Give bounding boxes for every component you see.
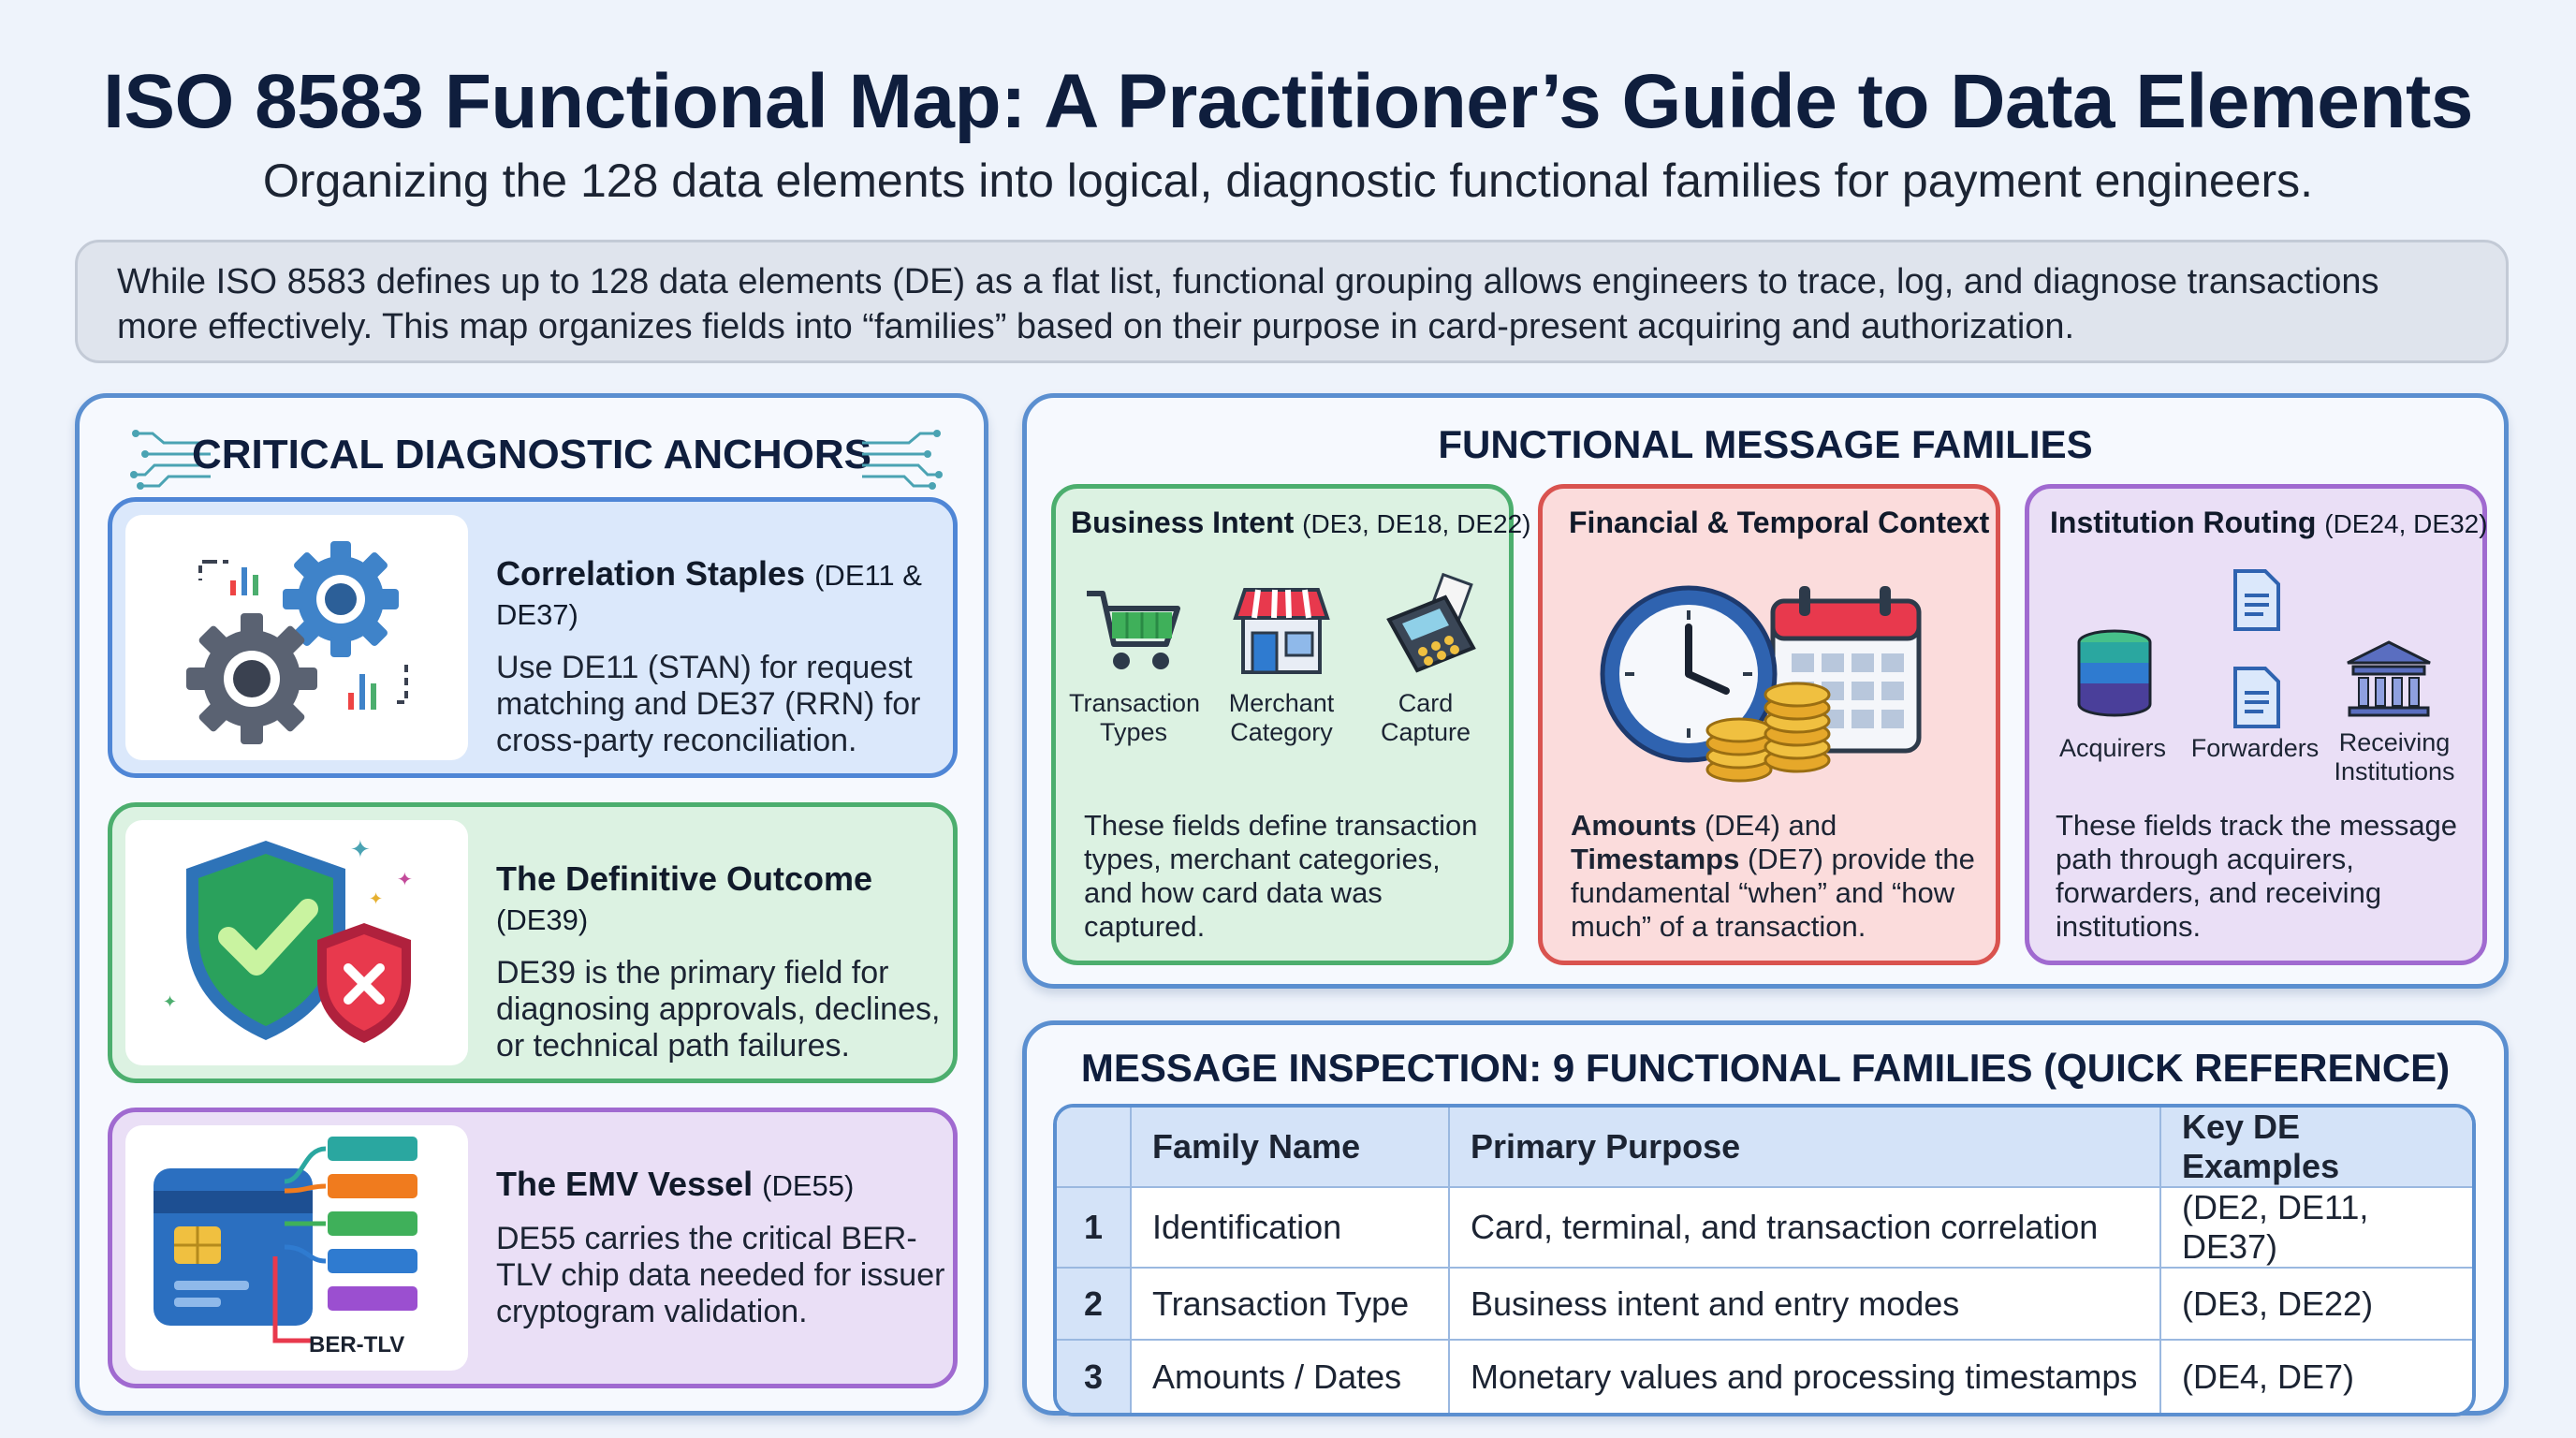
family-name-cell: Transaction Type [1132, 1269, 1450, 1341]
gears-icon [125, 515, 468, 760]
reference-panel: MESSAGE INSPECTION: 9 FUNCTIONAL FAMILIE… [1022, 1020, 2509, 1416]
anchors-panel: CRITICAL DIAGNOSTIC ANCHORS [75, 393, 988, 1416]
row-number: 2 [1057, 1269, 1132, 1341]
anchors-title: CRITICAL DIAGNOSTIC ANCHORS [192, 432, 871, 477]
families-panel: FUNCTIONAL MESSAGE FAMILIES Business Int… [1022, 393, 2509, 989]
family-card-financial-temporal: Financial & Temporal Context [1538, 484, 2000, 965]
purpose-cell: Business intent and entry modes [1450, 1269, 2161, 1341]
anchor-title: The EMV Vessel (DE55) [496, 1165, 855, 1203]
column-header [1057, 1108, 1132, 1188]
shield-check-icon: ✦ ✦ ✦ ✦ [125, 820, 468, 1065]
examples-cell: (DE3, DE22) [2161, 1269, 2472, 1341]
family-name-cell: Identification [1132, 1188, 1450, 1269]
families-title: FUNCTIONAL MESSAGE FAMILIES [1438, 422, 2093, 466]
family-name-cell: Amounts / Dates [1132, 1341, 1450, 1413]
anchor-desc: DE55 carries the critical BER-TLV chip d… [496, 1221, 945, 1329]
shopping-cart-icon [1087, 591, 1180, 669]
purpose-cell: Card, terminal, and transaction correlat… [1450, 1188, 2161, 1269]
anchor-title: Correlation Staples (DE11 & DE37) [496, 554, 922, 631]
page-title: ISO 8583 Functional Map: A Practitioner’… [103, 59, 2473, 144]
family-icon-label: Acquirers [2058, 734, 2167, 762]
svg-text:✦: ✦ [350, 836, 371, 864]
family-title: Institution Routing (DE24, DE32) [2050, 506, 2488, 539]
family-icon-label: Merchant Category [1228, 689, 1335, 746]
svg-text:✦: ✦ [369, 889, 383, 909]
column-header: Family Name [1132, 1108, 1450, 1188]
database-icon [2077, 629, 2152, 717]
family-icon-label: Card Capture [1380, 689, 1471, 746]
family-card-institution-routing: Institution Routing (DE24, DE32) Acquire… [2025, 484, 2488, 965]
family-title: Business Intent (DE3, DE18, DE22) [1071, 506, 1531, 539]
intro-box: While ISO 8583 defines up to 128 data el… [75, 240, 2509, 363]
clock-coins-calendar-icon [1600, 585, 1922, 783]
table-row: 1 Identification Card, terminal, and tra… [1057, 1188, 2472, 1269]
bank-icon [2347, 640, 2431, 717]
column-header: Key DE Examples [2161, 1108, 2472, 1188]
anchor-card-emv: BER-TLV The EMV Vessel (DE55) DE55 carri… [108, 1108, 958, 1388]
svg-text:✦: ✦ [163, 992, 177, 1012]
document-icon [2233, 667, 2280, 728]
anchor-card-correlation: Correlation Staples (DE11 & DE37) Use DE… [108, 497, 958, 778]
column-header: Primary Purpose [1450, 1108, 2161, 1188]
chip-card-icon: BER-TLV [125, 1125, 468, 1371]
anchor-desc: DE39 is the primary field for diagnosing… [496, 955, 941, 1064]
storefront-icon [1233, 588, 1330, 674]
family-card-business-intent: Business Intent (DE3, DE18, DE22) Transa… [1051, 484, 1530, 965]
anchor-title: The Definitive Outcome (DE39) [496, 859, 873, 936]
anchor-card-outcome: ✦ ✦ ✦ ✦ The Definitive Outcome (DE39) DE… [108, 802, 958, 1083]
examples-cell: (DE4, DE7) [2182, 1357, 2355, 1396]
reference-title: MESSAGE INSPECTION: 9 FUNCTIONAL FAMILIE… [1080, 1046, 2451, 1090]
ber-tlv-label: BER-TLV [309, 1332, 404, 1357]
row-number: 1 [1057, 1188, 1132, 1269]
document-icon [2233, 569, 2280, 631]
family-desc: These fields define transaction types, m… [1084, 809, 1478, 943]
family-icon-label: Transaction Types [1069, 689, 1201, 746]
row-number: 3 [1057, 1341, 1132, 1413]
table-row: 2 Transaction Type Business intent and e… [1057, 1269, 2472, 1341]
card-terminal-icon [1386, 573, 1476, 673]
page-subtitle: Organizing the 128 data elements into lo… [262, 154, 2314, 207]
anchor-desc: Use DE11 (STAN) for request matching and… [496, 650, 921, 758]
circuit-left-icon [130, 430, 211, 490]
examples-cell: (DE2, DE11, DE37) [2161, 1188, 2472, 1269]
family-desc: These fields track the message path thro… [2056, 809, 2458, 943]
family-title: Financial & Temporal Context [1569, 506, 1990, 539]
reference-table: Family Name Primary Purpose Key DE Examp… [1053, 1104, 2476, 1416]
family-icon-label: Receiving Institutions [2334, 728, 2455, 785]
family-desc: Amounts (DE4) and Timestamps (DE7) provi… [1571, 809, 1975, 943]
svg-text:✦: ✦ [397, 868, 413, 890]
table-row: 3 Amounts / Dates Monetary values and pr… [1057, 1341, 2472, 1413]
family-icon-label: Forwarders [2190, 734, 2320, 762]
purpose-cell: Monetary values and processing timestamp… [1450, 1341, 2161, 1413]
circuit-right-icon [862, 430, 943, 490]
table-header-row: Family Name Primary Purpose Key DE Examp… [1057, 1108, 2472, 1188]
